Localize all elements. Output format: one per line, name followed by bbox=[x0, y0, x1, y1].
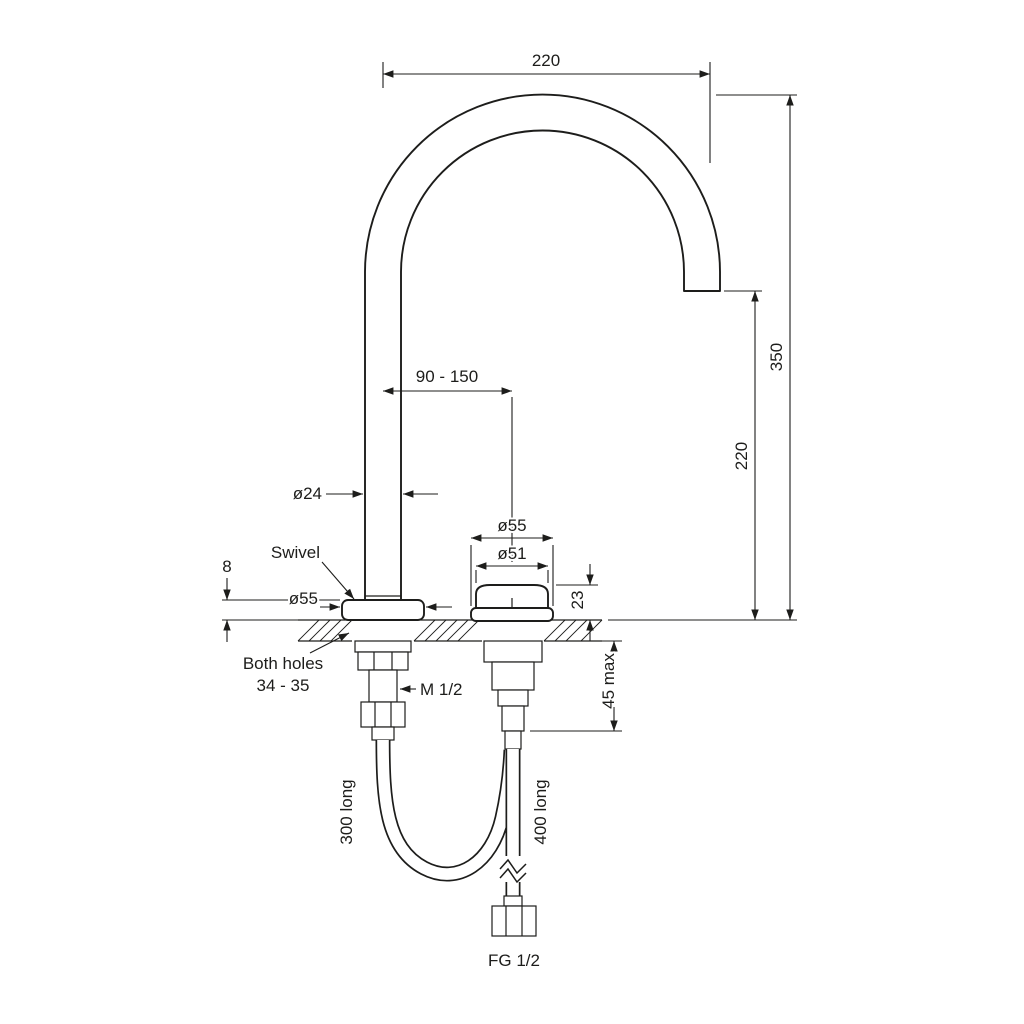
dim-label-handle-flange-dia: ø55 bbox=[497, 516, 526, 535]
dim-flange-height: 8 bbox=[220, 555, 340, 642]
bench-top bbox=[297, 619, 603, 642]
valve-handle bbox=[470, 584, 554, 622]
label-hose-400: 400 long bbox=[531, 779, 550, 844]
dim-handle-flange-dia: ø55 bbox=[470, 514, 554, 606]
hose-300 bbox=[375, 739, 519, 882]
handle-flange bbox=[470, 607, 554, 622]
dim-bench-max: 45 max bbox=[530, 640, 622, 732]
hose-break-gap bbox=[499, 856, 527, 882]
thread-callout: M 1/2 bbox=[400, 678, 465, 701]
break-symbol bbox=[499, 858, 527, 875]
dim-spout-reach: 220 bbox=[382, 49, 711, 163]
dim-handle-body-dia: ø51 bbox=[475, 542, 549, 583]
dim-label-outlet-height: 220 bbox=[732, 442, 751, 470]
holes-note: Both holes 34 - 35 bbox=[241, 632, 350, 697]
hex-nut-outlet bbox=[491, 905, 537, 937]
dim-label-spout-tube-dia: ø24 bbox=[293, 484, 322, 503]
dim-overall-height: 350 bbox=[608, 94, 797, 621]
bench-hatching bbox=[297, 619, 603, 642]
label-inlet-thread: M 1/2 bbox=[420, 680, 463, 699]
dim-label-spout-reach: 220 bbox=[532, 51, 560, 70]
valve-underbench-fitting bbox=[483, 640, 543, 750]
handle-body bbox=[475, 584, 549, 609]
hex-nut-left bbox=[360, 701, 406, 728]
dim-outlet-height: 220 bbox=[724, 290, 762, 620]
swivel-callout: Swivel bbox=[269, 541, 355, 600]
dim-handle-height: 23 bbox=[556, 564, 598, 641]
threaded-shank bbox=[368, 669, 398, 703]
label-holes-line2: 34 - 35 bbox=[257, 676, 310, 695]
dim-spout-tube-dia: ø24 bbox=[291, 482, 438, 505]
dim-hole-spacing: 90 - 150 bbox=[383, 365, 513, 562]
dim-label-handle-height: 23 bbox=[568, 591, 587, 610]
dim-base-flange-dia: ø55 bbox=[287, 587, 452, 611]
dim-label-overall-height: 350 bbox=[767, 343, 786, 371]
dim-label-handle-body-dia: ø51 bbox=[497, 544, 526, 563]
label-holes-line1: Both holes bbox=[243, 654, 323, 673]
gooseneck-spout bbox=[341, 93, 721, 621]
swivel-base-flange bbox=[341, 599, 425, 621]
dim-label-flange-height: 8 bbox=[222, 557, 231, 576]
label-swivel: Swivel bbox=[271, 543, 320, 562]
label-hose-300: 300 long bbox=[337, 779, 356, 844]
hose-400 bbox=[491, 749, 537, 937]
spout-underbench-fitting bbox=[354, 640, 412, 741]
dim-label-bench-max: 45 max bbox=[599, 653, 618, 709]
dim-label-hole-spacing: 90 - 150 bbox=[416, 367, 478, 386]
spout-outline bbox=[364, 93, 721, 621]
label-outlet-thread: FG 1/2 bbox=[488, 951, 540, 970]
dim-label-base-flange-dia: ø55 bbox=[289, 589, 318, 608]
